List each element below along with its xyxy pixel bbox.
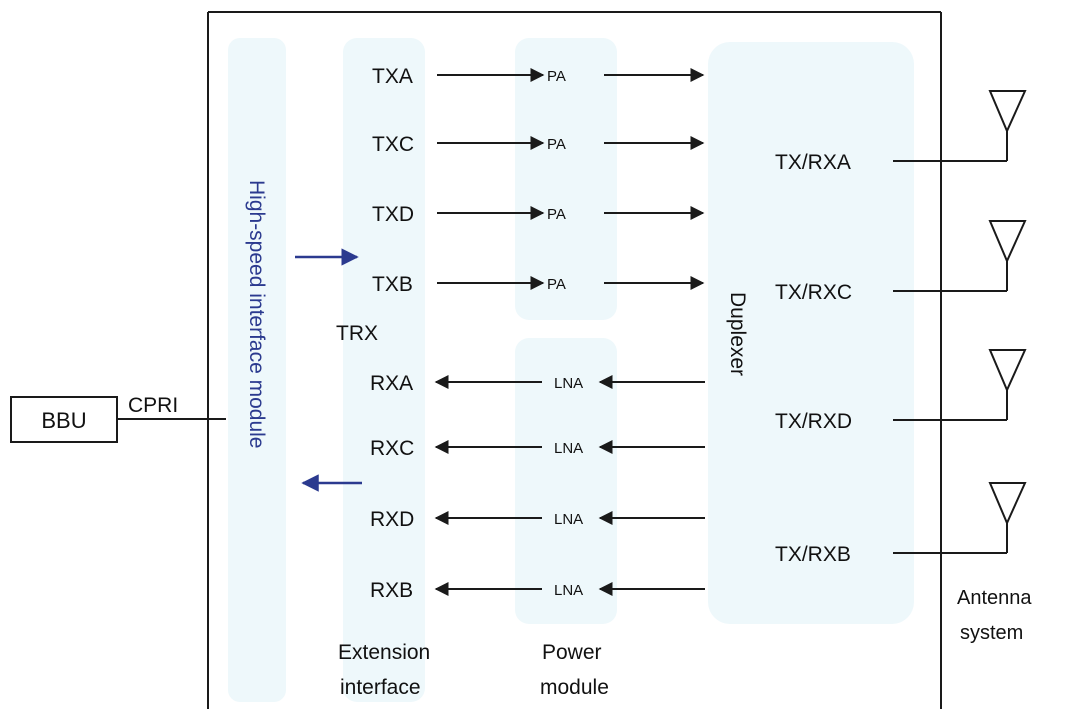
power-module-panel-lower: [515, 338, 617, 624]
tx-row-txc: TXC PA: [372, 133, 705, 156]
rx-row-rxc: RXC LNA: [370, 437, 705, 460]
power-module-panel-upper: [515, 38, 617, 320]
extension-interface-panel: [343, 38, 425, 702]
power-module-label-1: Power: [542, 641, 602, 664]
trx-label: TRX: [336, 322, 378, 345]
antenna-system-label-2: system: [960, 622, 1023, 644]
tx-row-txb: TXB PA: [372, 273, 705, 296]
lna-label: LNA: [554, 511, 583, 528]
antenna-port-4: TX/RXB: [775, 482, 1027, 566]
antenna-icon: [988, 220, 1027, 264]
lna-label: LNA: [554, 440, 583, 457]
interface-module-panel: [228, 38, 286, 702]
power-module-label-2: module: [540, 676, 609, 699]
rx-port-label: RXC: [370, 437, 414, 460]
antenna-port-1: TX/RXA: [775, 90, 1027, 174]
pa-label: PA: [547, 276, 566, 293]
rx-port-label: RXA: [370, 372, 413, 395]
antenna-system-label-1: Antenna: [957, 587, 1032, 609]
pa-label: PA: [547, 68, 566, 85]
rx-row-rxd: RXD LNA: [370, 508, 705, 531]
tx-row-txd: TXD PA: [372, 203, 705, 226]
duplexer-panel: [708, 42, 914, 624]
rx-channel-rows: RXA LNA RXC LNA RXD LNA RXB LNA: [370, 372, 705, 602]
tx-row-txa: TXA PA: [372, 65, 705, 88]
cpri-label: CPRI: [128, 394, 178, 417]
tx-rx-port-label: TX/RXB: [775, 543, 851, 566]
tx-port-label: TXB: [372, 273, 413, 296]
extension-interface-label-2: interface: [340, 676, 421, 699]
tx-port-label: TXA: [372, 65, 413, 88]
tx-rx-port-label: TX/RXD: [775, 410, 852, 433]
rx-port-label: RXD: [370, 508, 414, 531]
pa-label: PA: [547, 136, 566, 153]
pa-label: PA: [547, 206, 566, 223]
antenna-port-3: TX/RXD: [775, 349, 1027, 433]
tx-rx-port-label: TX/RXA: [775, 151, 851, 174]
tx-rx-port-label: TX/RXC: [775, 281, 852, 304]
antenna-port-2: TX/RXC: [775, 220, 1027, 304]
rx-port-label: RXB: [370, 579, 413, 602]
antenna-icon: [988, 90, 1027, 134]
antenna-port-rows: TX/RXA TX/RXC TX/RXD TX/RXB: [775, 90, 1027, 566]
lna-label: LNA: [554, 582, 583, 599]
rru-box: [207, 11, 942, 709]
high-speed-interface-label: High-speed interface module: [245, 180, 268, 449]
tx-port-label: TXD: [372, 203, 414, 226]
bbu-box: [10, 396, 118, 443]
background-panels: [228, 38, 914, 702]
antenna-icon: [988, 349, 1027, 393]
extension-interface-label-1: Extension: [338, 641, 430, 664]
duplexer-label: Duplexer: [726, 292, 749, 376]
rx-row-rxa: RXA LNA: [370, 372, 705, 395]
tx-port-label: TXC: [372, 133, 414, 156]
bbu-label: BBU: [41, 408, 86, 433]
rx-row-rxb: RXB LNA: [370, 579, 705, 602]
lna-label: LNA: [554, 375, 583, 392]
antenna-icon: [988, 482, 1027, 526]
tx-channel-rows: TXA PA TXC PA TXD PA TXB PA: [372, 65, 705, 296]
